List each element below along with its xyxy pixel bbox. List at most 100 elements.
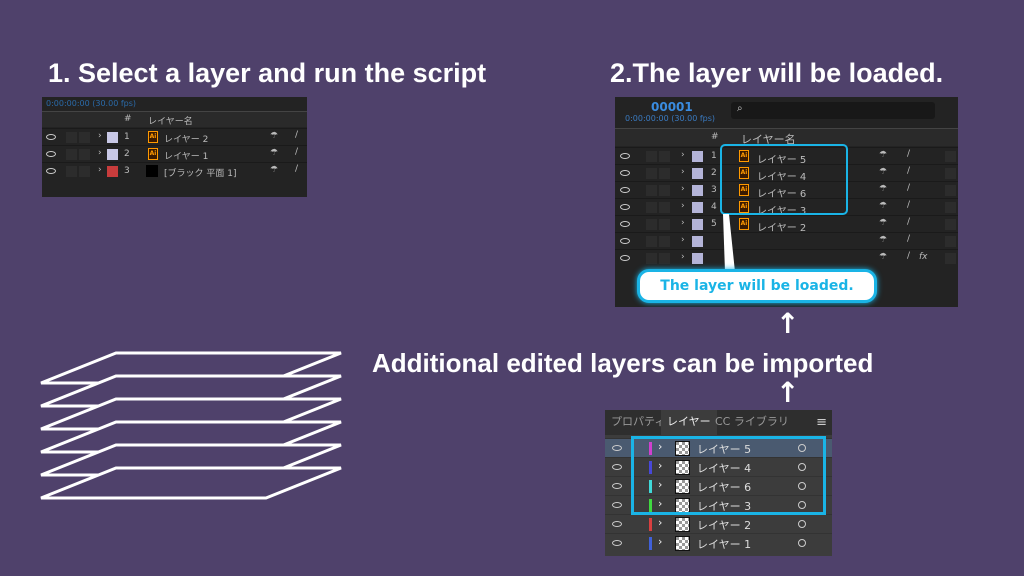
lock-toggle[interactable] bbox=[659, 236, 670, 247]
visibility-eye-icon[interactable] bbox=[612, 502, 622, 508]
extra-toggle[interactable] bbox=[945, 219, 956, 230]
expand-chevron-icon[interactable]: › bbox=[681, 252, 685, 262]
tab-2[interactable]: CC ライブラリ bbox=[715, 415, 789, 428]
visibility-eye-icon[interactable] bbox=[620, 255, 630, 261]
layer-name[interactable]: レイヤー 1 bbox=[164, 152, 209, 162]
layer-name[interactable]: レイヤー 4 bbox=[697, 462, 752, 475]
target-circle-icon[interactable] bbox=[798, 463, 806, 471]
expand-chevron-icon[interactable]: › bbox=[658, 535, 663, 548]
shy-icon[interactable]: ☂ bbox=[879, 150, 888, 160]
lock-toggle[interactable] bbox=[659, 219, 670, 230]
shy-icon[interactable]: ☂ bbox=[879, 184, 888, 194]
extra-toggle[interactable] bbox=[945, 236, 956, 247]
quality-slash-icon[interactable]: / bbox=[295, 130, 299, 140]
layer-name[interactable]: レイヤー 2 bbox=[757, 223, 807, 234]
tab-0[interactable]: プロパティ bbox=[611, 415, 666, 428]
search-input[interactable]: ⌕ bbox=[731, 102, 935, 119]
lock-toggle[interactable] bbox=[659, 185, 670, 196]
expand-chevron-icon[interactable]: › bbox=[681, 201, 685, 211]
solo-toggle[interactable] bbox=[646, 253, 657, 264]
layer-name[interactable]: [ブラック 平面 1] bbox=[164, 169, 237, 179]
label-color[interactable] bbox=[107, 132, 118, 143]
quality-slash-icon[interactable]: / bbox=[907, 183, 911, 193]
layer-name[interactable]: レイヤー 2 bbox=[697, 519, 752, 532]
expand-chevron-icon[interactable]: › bbox=[681, 167, 685, 177]
extra-toggle[interactable] bbox=[945, 168, 956, 179]
expand-chevron-icon[interactable]: › bbox=[98, 131, 102, 141]
lock-toggle[interactable] bbox=[79, 132, 90, 143]
visibility-eye-icon[interactable] bbox=[612, 445, 622, 451]
extra-toggle[interactable] bbox=[945, 253, 956, 264]
shy-icon[interactable]: ☂ bbox=[270, 148, 279, 158]
label-color[interactable] bbox=[692, 168, 703, 179]
label-color[interactable] bbox=[107, 149, 118, 160]
layer-name[interactable]: レイヤー 5 bbox=[697, 443, 752, 456]
label-color[interactable] bbox=[692, 202, 703, 213]
expand-chevron-icon[interactable]: › bbox=[658, 478, 663, 491]
target-circle-icon[interactable] bbox=[798, 539, 806, 547]
quality-slash-icon[interactable]: / bbox=[907, 234, 911, 244]
expand-chevron-icon[interactable]: › bbox=[681, 184, 685, 194]
layer-name[interactable]: レイヤー 3 bbox=[757, 206, 807, 217]
visibility-eye-icon[interactable] bbox=[620, 153, 630, 159]
visibility-eye-icon[interactable] bbox=[620, 238, 630, 244]
label-color[interactable] bbox=[692, 151, 703, 162]
column-layer-name[interactable]: レイヤー名 bbox=[148, 117, 193, 127]
layer-row[interactable]: ›3[ブラック 平面 1]☂/ bbox=[42, 162, 307, 179]
target-circle-icon[interactable] bbox=[798, 482, 806, 490]
layer-row[interactable]: › レイヤー 2 bbox=[605, 514, 832, 533]
visibility-eye-icon[interactable] bbox=[620, 170, 630, 176]
target-circle-icon[interactable] bbox=[798, 444, 806, 452]
layer-name[interactable]: レイヤー 4 bbox=[757, 172, 807, 183]
layer-row[interactable]: › ☂ / fx bbox=[615, 249, 958, 266]
label-color[interactable] bbox=[107, 166, 118, 177]
extra-toggle[interactable] bbox=[945, 202, 956, 213]
shy-icon[interactable]: ☂ bbox=[270, 131, 279, 141]
visibility-eye-icon[interactable] bbox=[612, 540, 622, 546]
layer-name[interactable]: レイヤー 3 bbox=[697, 500, 752, 513]
solo-toggle[interactable] bbox=[66, 166, 77, 177]
visibility-eye-icon[interactable] bbox=[612, 483, 622, 489]
expand-chevron-icon[interactable]: › bbox=[658, 497, 663, 510]
layer-name[interactable]: レイヤー 5 bbox=[757, 155, 807, 166]
solo-toggle[interactable] bbox=[66, 149, 77, 160]
solo-toggle[interactable] bbox=[646, 151, 657, 162]
target-circle-icon[interactable] bbox=[798, 520, 806, 528]
lock-toggle[interactable] bbox=[79, 149, 90, 160]
visibility-eye-icon[interactable] bbox=[46, 134, 56, 140]
solo-toggle[interactable] bbox=[66, 132, 77, 143]
visibility-eye-icon[interactable] bbox=[620, 204, 630, 210]
quality-slash-icon[interactable]: / bbox=[907, 166, 911, 176]
expand-chevron-icon[interactable]: › bbox=[98, 148, 102, 158]
quality-slash-icon[interactable]: / bbox=[907, 217, 911, 227]
layer-name[interactable]: レイヤー 2 bbox=[164, 135, 209, 145]
quality-slash-icon[interactable]: / bbox=[907, 251, 911, 261]
fx-icon[interactable]: fx bbox=[919, 252, 928, 262]
solo-toggle[interactable] bbox=[646, 202, 657, 213]
extra-toggle[interactable] bbox=[945, 151, 956, 162]
label-color[interactable] bbox=[692, 219, 703, 230]
quality-slash-icon[interactable]: / bbox=[907, 149, 911, 159]
layer-row[interactable]: › レイヤー 3 bbox=[605, 495, 832, 514]
shy-icon[interactable]: ☂ bbox=[879, 252, 888, 262]
shy-icon[interactable]: ☂ bbox=[879, 218, 888, 228]
label-color[interactable] bbox=[692, 236, 703, 247]
shy-icon[interactable]: ☂ bbox=[879, 201, 888, 211]
lock-toggle[interactable] bbox=[659, 168, 670, 179]
lock-toggle[interactable] bbox=[79, 166, 90, 177]
layer-row[interactable]: › レイヤー 6 bbox=[605, 476, 832, 495]
lock-toggle[interactable] bbox=[659, 253, 670, 264]
expand-chevron-icon[interactable]: › bbox=[98, 165, 102, 175]
solo-toggle[interactable] bbox=[646, 219, 657, 230]
expand-chevron-icon[interactable]: › bbox=[681, 235, 685, 245]
expand-chevron-icon[interactable]: › bbox=[681, 150, 685, 160]
layer-name[interactable]: レイヤー 6 bbox=[697, 481, 752, 494]
layer-name[interactable]: レイヤー 1 bbox=[697, 538, 752, 551]
expand-chevron-icon[interactable]: › bbox=[658, 516, 663, 529]
